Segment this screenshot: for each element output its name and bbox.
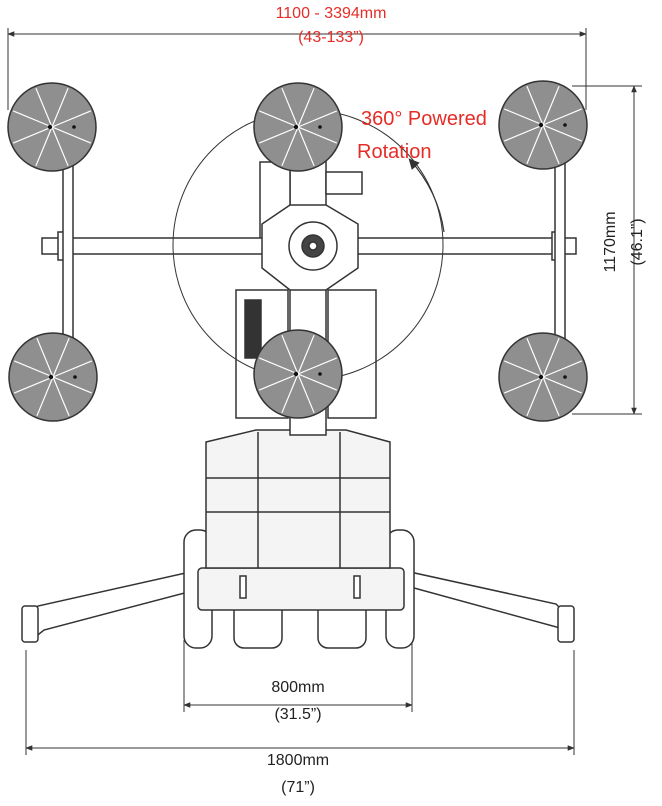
- outrigger-width-metric: 1800mm: [266, 752, 330, 769]
- valve-block: [325, 171, 363, 195]
- dimension-lines: [7, 28, 642, 755]
- chassis-base: [197, 567, 405, 611]
- cup-top-right: [498, 80, 588, 170]
- top-width-imperial: (43-133”): [298, 29, 364, 46]
- rotation-label-line2: Rotation: [357, 141, 432, 163]
- chassis-slot-left: [239, 575, 247, 599]
- chassis: [197, 429, 405, 611]
- right-cup-arm: [554, 149, 566, 347]
- side-height-metric: 1170mm: [602, 211, 619, 273]
- outrigger-width-imperial: (71”): [281, 779, 315, 796]
- right-outrigger-arm: [407, 571, 567, 629]
- chassis-slot-right: [353, 575, 361, 599]
- cup-bottom-left: [8, 332, 98, 422]
- top-width-metric: 1100 - 3394mm: [275, 5, 387, 22]
- rotator-pin: [308, 241, 318, 251]
- rotation-head: [261, 204, 359, 291]
- right-outrigger-pad: [557, 605, 575, 643]
- cup-top-left: [7, 82, 97, 172]
- control-panel: [244, 299, 262, 359]
- left-outrigger-pad: [21, 605, 39, 643]
- side-height-imperial: (46.1”): [629, 218, 646, 266]
- cup-bottom-center: [253, 329, 343, 419]
- cup-top-center: [253, 82, 343, 172]
- track-width-metric: 800mm: [271, 679, 325, 696]
- rotation-arrow: [408, 158, 445, 233]
- body-housing: [205, 429, 391, 569]
- track-width-imperial: (31.5”): [274, 706, 322, 723]
- left-cup-arm: [62, 149, 74, 347]
- suction-cups: [7, 80, 588, 422]
- rotation-label-line1: 360° Powered: [361, 108, 487, 130]
- cup-bottom-right: [498, 332, 588, 422]
- left-outrigger-arm: [29, 571, 197, 640]
